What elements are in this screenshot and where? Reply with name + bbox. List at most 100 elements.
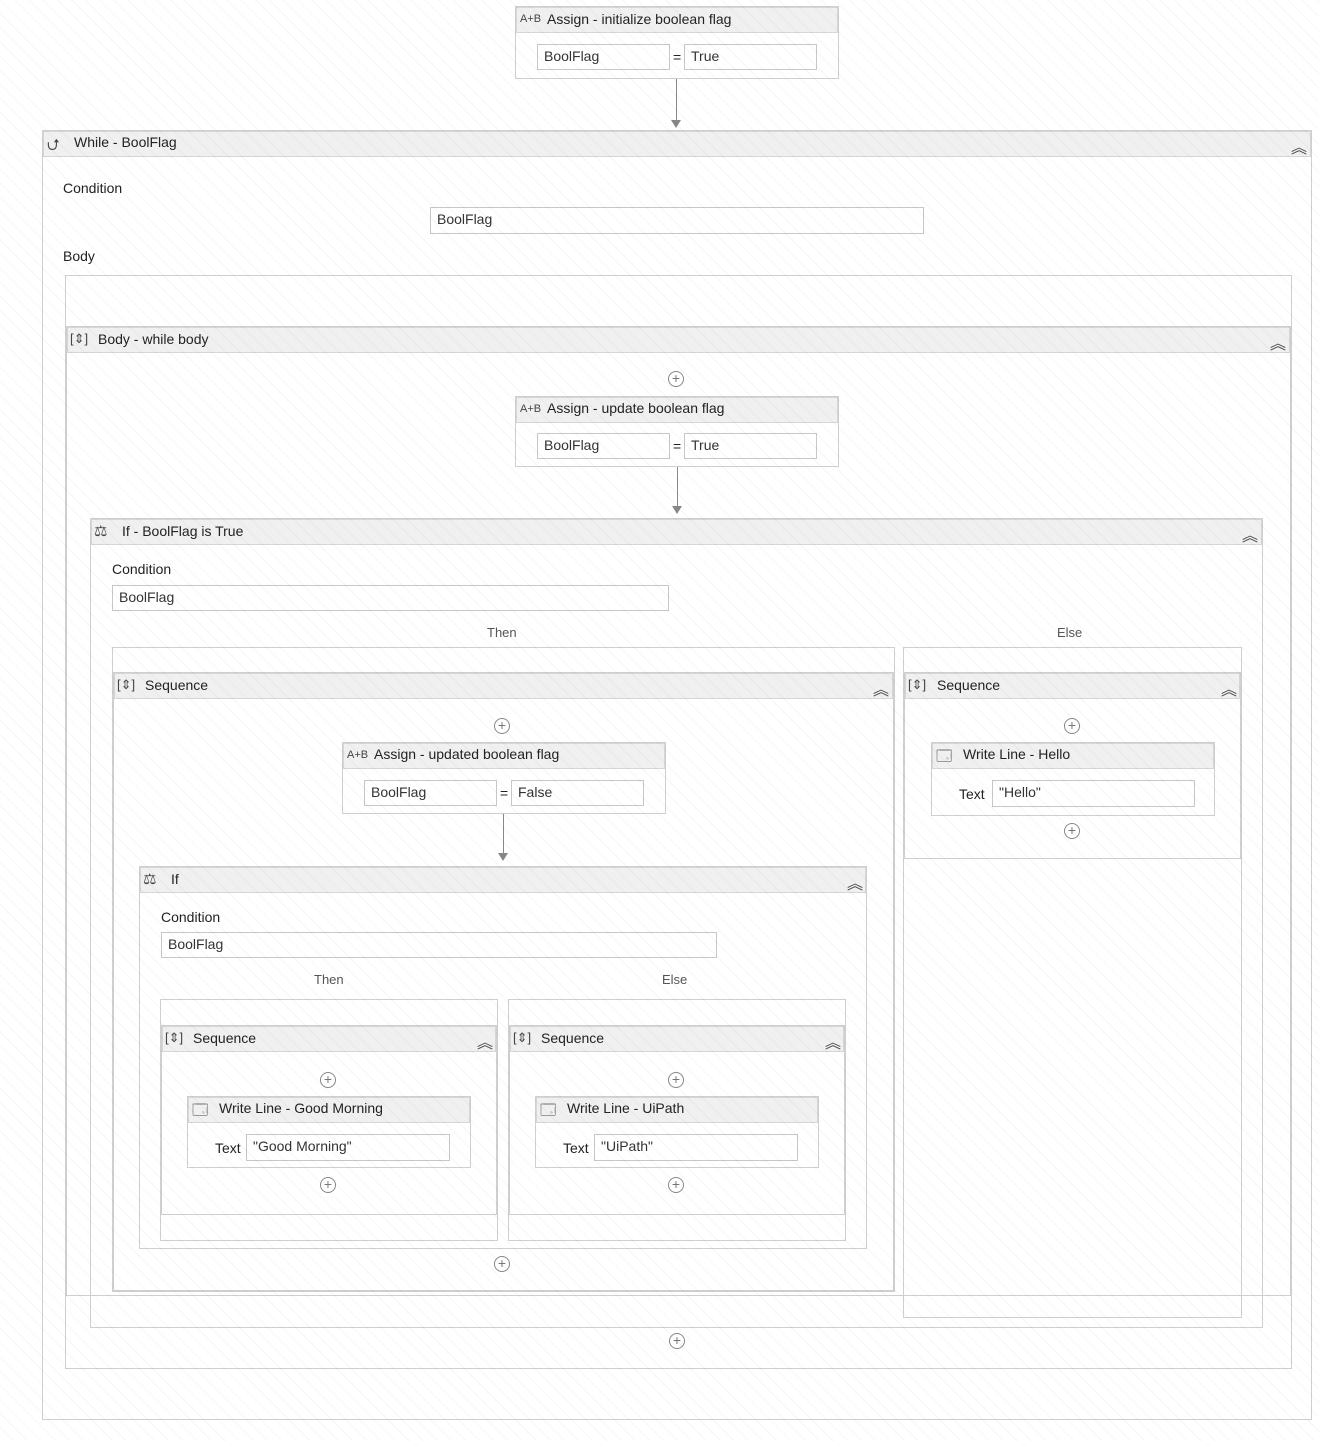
connector-line: [503, 814, 504, 854]
activity-title: Assign - updated boolean flag: [374, 746, 560, 762]
equals-sign: =: [673, 438, 682, 454]
while-activity[interactable]: ⮍ While - BoolFlag ︽ Condition BoolFlag …: [42, 130, 1312, 1420]
sequence-title: Sequence: [193, 1030, 257, 1046]
condition-label: Condition: [161, 909, 221, 925]
sequence-header: [162, 1026, 496, 1052]
assign-to-field[interactable]: BoolFlag: [537, 44, 670, 70]
activity-header: [516, 397, 838, 423]
activity-title: Assign - initialize boolean flag: [547, 11, 732, 27]
assign-update-activity[interactable]: A+B Assign - update boolean flag BoolFla…: [515, 396, 839, 467]
activity-title: Write Line - Hello: [963, 746, 1071, 762]
add-activity-icon[interactable]: +: [320, 1177, 336, 1193]
assign-updated-activity[interactable]: A+B Assign - updated boolean flag BoolFl…: [342, 742, 666, 814]
else-sequence[interactable]: [⇕] Sequence ︽: [904, 672, 1241, 859]
write-line-text-field[interactable]: "Good Morning": [246, 1134, 450, 1161]
while-condition-field[interactable]: BoolFlag: [430, 207, 924, 234]
collapse-icon[interactable]: ︽: [1221, 682, 1238, 699]
assign-value-field[interactable]: True: [684, 433, 817, 459]
collapse-icon[interactable]: ︽: [477, 1035, 494, 1052]
write-line-uipath[interactable]: 🗔 Write Line - UiPath Text "UiPath": [535, 1096, 819, 1168]
assign-value-field[interactable]: False: [511, 780, 644, 806]
write-line-icon: 🗔: [936, 748, 953, 765]
activity-title: Write Line - Good Morning: [219, 1100, 383, 1116]
sequence-icon: [⇕]: [70, 331, 89, 346]
add-activity-icon[interactable]: +: [320, 1072, 336, 1088]
if-title: If - BoolFlag is True: [122, 523, 244, 539]
condition-label: Condition: [63, 180, 123, 196]
collapse-icon[interactable]: ︽: [1270, 336, 1287, 353]
sequence-header: [905, 673, 1240, 699]
sequence-title: Sequence: [937, 677, 1001, 693]
while-header: [43, 131, 1311, 157]
sequence-title: Sequence: [145, 677, 209, 693]
if-inner-activity[interactable]: ⚖ If ︽ Condition BoolFlag Then Else: [139, 866, 867, 1249]
sequence-icon: [⇕]: [165, 1030, 184, 1045]
assign-icon: A+B: [520, 13, 542, 25]
write-line-text-field[interactable]: "UiPath": [594, 1134, 798, 1161]
inner-else-sequence[interactable]: [⇕] Sequence ︽: [509, 1025, 845, 1215]
sequence-title: Sequence: [541, 1030, 605, 1046]
add-activity-icon[interactable]: +: [668, 371, 684, 387]
assign-icon: A+B: [347, 749, 369, 761]
activity-header: [343, 743, 665, 769]
sequence-header: [114, 673, 893, 699]
sequence-header: [67, 327, 1290, 353]
equals-sign: =: [500, 785, 509, 801]
activity-header: [516, 7, 838, 33]
then-sequence[interactable]: [⇕] Sequence ︽: [113, 672, 894, 1291]
collapse-icon[interactable]: ︽: [847, 876, 864, 893]
collapse-icon[interactable]: ︽: [1242, 528, 1259, 545]
activity-header: [188, 1097, 470, 1123]
if-condition-field[interactable]: BoolFlag: [112, 585, 669, 611]
if-condition-field[interactable]: BoolFlag: [161, 932, 717, 958]
collapse-icon[interactable]: ︽: [1291, 140, 1308, 157]
add-activity-icon[interactable]: +: [669, 1333, 685, 1349]
assign-to-field[interactable]: BoolFlag: [364, 780, 497, 806]
else-branch-container: [903, 647, 1242, 1318]
add-activity-icon[interactable]: +: [494, 718, 510, 734]
body-label: Body: [63, 248, 95, 264]
while-body-container: [⇕] Body - while body ︽: [65, 275, 1292, 1369]
if-title: If: [171, 871, 179, 887]
connector-arrow: [672, 506, 682, 514]
add-activity-icon[interactable]: +: [1064, 718, 1080, 734]
collapse-icon[interactable]: ︽: [825, 1035, 842, 1052]
inner-then-container: [160, 999, 498, 1241]
assign-initialize-activity[interactable]: A+B Assign - initialize boolean flag Boo…: [515, 6, 839, 79]
inner-then-sequence[interactable]: [⇕] Sequence ︽: [161, 1025, 497, 1215]
write-line-hello[interactable]: 🗔 Write Line - Hello Text "Hello": [931, 742, 1215, 816]
connector-line: [677, 467, 678, 507]
add-activity-icon[interactable]: +: [668, 1177, 684, 1193]
write-line-text-field[interactable]: "Hello": [992, 780, 1195, 807]
add-activity-icon[interactable]: +: [668, 1072, 684, 1088]
add-activity-icon[interactable]: +: [494, 1256, 510, 1272]
connector-line: [676, 79, 677, 121]
while-loop-icon: ⮍: [47, 137, 60, 154]
write-line-icon: 🗔: [192, 1102, 209, 1119]
if-icon: ⚖: [143, 871, 157, 888]
activity-title: Assign - update boolean flag: [547, 400, 725, 416]
inner-else-container: [508, 999, 846, 1241]
while-title: While - BoolFlag: [74, 134, 177, 150]
sequence-icon: [⇕]: [513, 1030, 532, 1045]
else-label: Else: [1057, 625, 1083, 640]
if-header: [140, 867, 866, 893]
write-line-good-morning[interactable]: 🗔 Write Line - Good Morning Text "Good M…: [187, 1096, 471, 1168]
then-label: Then: [314, 972, 344, 987]
equals-sign: =: [673, 49, 682, 65]
write-line-icon: 🗔: [540, 1102, 557, 1119]
connector-arrow: [498, 853, 508, 861]
assign-to-field[interactable]: BoolFlag: [537, 433, 670, 459]
then-label: Then: [487, 625, 517, 640]
add-activity-icon[interactable]: +: [1064, 823, 1080, 839]
collapse-icon[interactable]: ︽: [873, 682, 890, 699]
text-label: Text: [215, 1140, 241, 1156]
body-sequence[interactable]: [⇕] Body - while body ︽: [66, 326, 1291, 1296]
connector-arrow: [671, 120, 681, 128]
activity-header: [932, 743, 1214, 769]
if-outer-activity[interactable]: ⚖ If - BoolFlag is True ︽ Condition Bool…: [90, 518, 1263, 1328]
assign-icon: A+B: [520, 403, 542, 415]
assign-value-field[interactable]: True: [684, 44, 817, 70]
text-label: Text: [959, 786, 985, 802]
if-header: [91, 519, 1262, 545]
